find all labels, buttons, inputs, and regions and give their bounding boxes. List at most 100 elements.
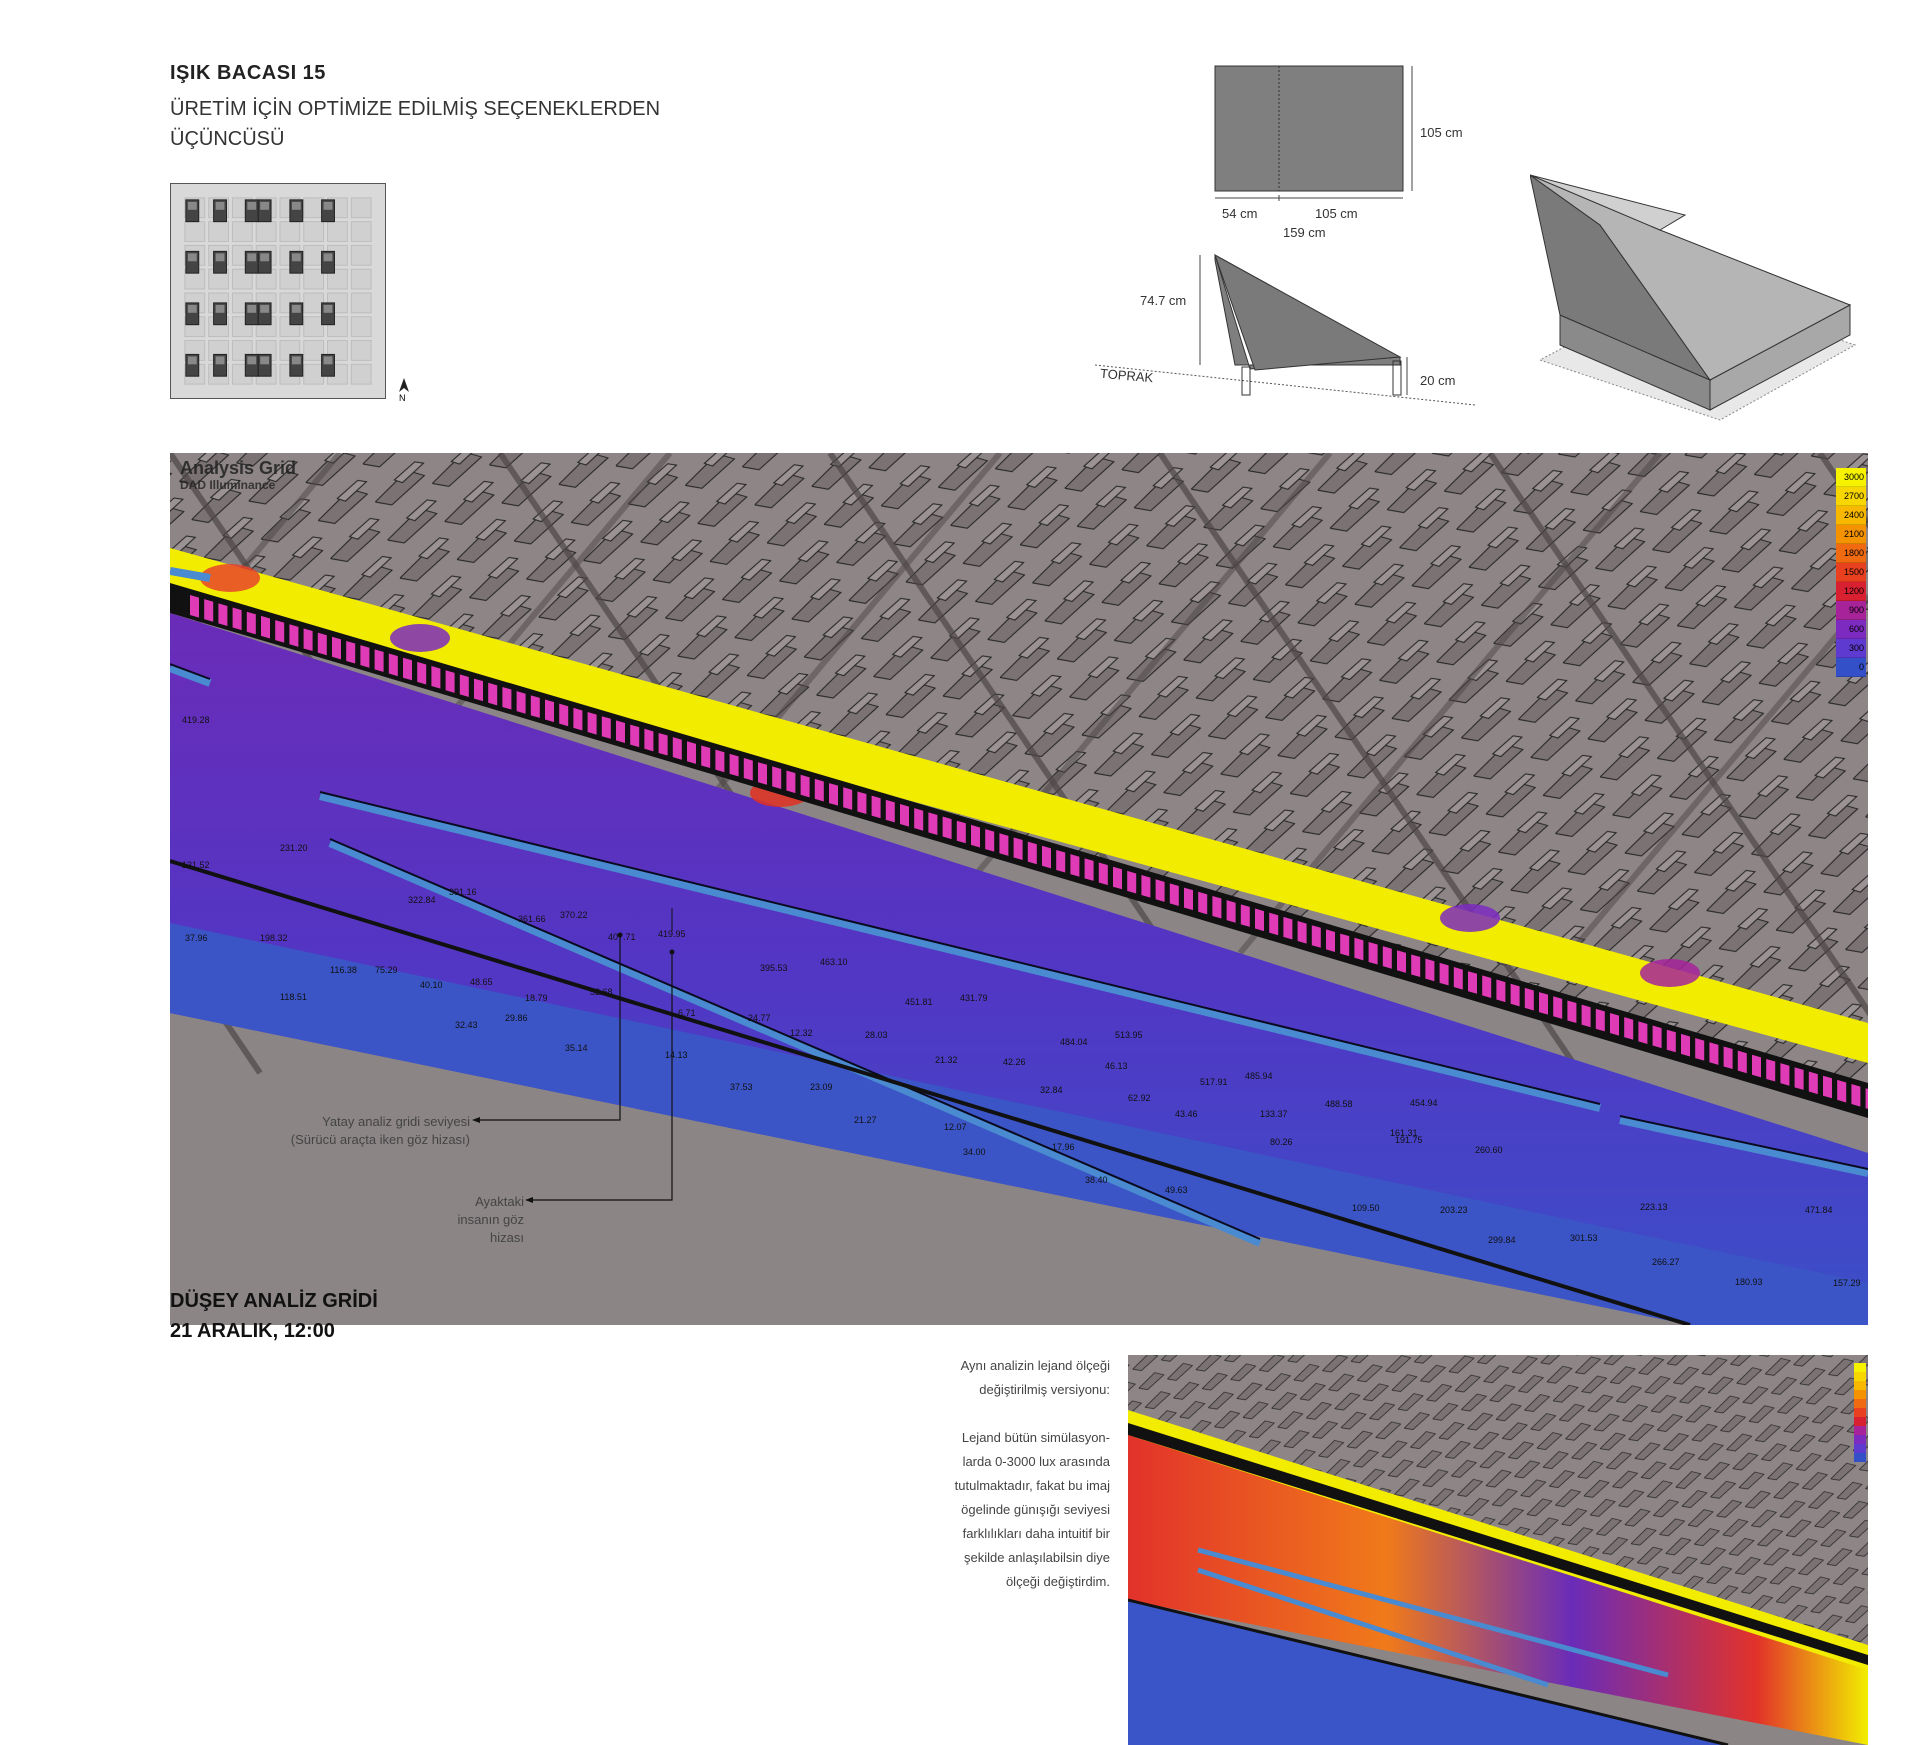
- grid-value-label: 42.26: [1003, 1057, 1026, 1067]
- viz-overlay-subtitle: DAD Illuminance: [180, 478, 276, 492]
- grid-value-label: 12.07: [944, 1122, 967, 1132]
- grid-value-label: 513.95: [1115, 1030, 1143, 1040]
- axonometric-drawing: [1529, 165, 1870, 425]
- grid-value-label: 203.23: [1440, 1205, 1468, 1215]
- grid-value-label: 37.53: [730, 1082, 753, 1092]
- grid-value-label: 299.84: [1488, 1235, 1516, 1245]
- grid-value-label: 361.66: [518, 914, 546, 924]
- grid-value-label: 454.94: [1410, 1098, 1438, 1108]
- dim-base-height: 20 cm: [1420, 373, 1456, 388]
- grid-value-label: 484.04: [1060, 1037, 1088, 1047]
- page-title: IŞIK BACASI 15: [170, 62, 326, 84]
- grid-value-label: 231.20: [280, 843, 308, 853]
- legend-swatch: 2700: [1836, 487, 1866, 506]
- page-subtitle: ÜRETİM İÇİN OPTİMİZE EDİLMİŞ SEÇENEKLERD…: [170, 98, 661, 150]
- grid-value-label: 24.77: [748, 1013, 771, 1023]
- grid-value-label: 46.13: [1105, 1061, 1128, 1071]
- grid-value-label: 419.95: [658, 929, 686, 939]
- mini-legend-swatch: [1854, 1372, 1866, 1381]
- note-line: farklılıkları daha intuitif bir: [962, 1526, 1110, 1541]
- grid-value-label: 109.50: [1352, 1203, 1380, 1213]
- grid-value-label: 391.16: [449, 887, 477, 897]
- mini-legend-swatch: [1854, 1408, 1866, 1417]
- rescaled-analysis-visualization: [1128, 1355, 1868, 1745]
- grid-value-label: 488.58: [1325, 1099, 1353, 1109]
- horizontal-grid-label: Yatay analiz gridi seviyesi (Sürücü araç…: [230, 1113, 470, 1149]
- legend-swatch: 0: [1836, 658, 1866, 677]
- top-view-drawing: [1100, 55, 1520, 255]
- grid-value-label: 485.94: [1245, 1071, 1273, 1081]
- grid-value-label: 157.29: [1833, 1278, 1861, 1288]
- grid-value-label: 133.37: [1260, 1109, 1288, 1119]
- grid-value-label: 34.00: [963, 1147, 986, 1157]
- note-line: ögelinde günışığı seviyesi: [961, 1502, 1110, 1517]
- grid-value-label: 131.52: [182, 860, 210, 870]
- grid-value-label: 23.09: [810, 1082, 833, 1092]
- grid-value-label: 48.65: [470, 977, 493, 987]
- section-drawing: [1094, 245, 1495, 415]
- grid-value-label: 32.84: [1040, 1085, 1063, 1095]
- grid-value-label: 198.32: [260, 933, 288, 943]
- grid-value-label: 17.96: [1052, 1142, 1075, 1152]
- mini-legend-swatch: [1854, 1417, 1866, 1426]
- grid-value-label: 118.51: [280, 992, 307, 1002]
- grid-value-label: 301.53: [1570, 1233, 1598, 1243]
- rescaled-grid: [1128, 1425, 1868, 1745]
- grid-value-label: 266.27: [1652, 1257, 1680, 1267]
- mini-legend-swatch: [1854, 1381, 1866, 1390]
- section-date: 21 ARALIK, 12:00: [170, 1320, 335, 1342]
- grid-value-label: 32.43: [455, 1020, 478, 1030]
- dim-width-right: 105 cm: [1315, 206, 1358, 221]
- grid-value-label: 6.71: [678, 1008, 696, 1018]
- mini-legend-swatch: [1854, 1399, 1866, 1408]
- skylight-plan: [170, 183, 386, 399]
- grid-value-label: 43.46: [1175, 1109, 1198, 1119]
- note-line: değiştirilmiş versiyonu:: [979, 1382, 1110, 1397]
- grid-value-label: 451.81: [905, 997, 933, 1007]
- grid-value-label: 80.26: [1270, 1137, 1293, 1147]
- section-heading: DÜŞEY ANALİZ GRİDİ: [170, 1290, 378, 1312]
- viz-overlay-title: Analysis Grid: [180, 458, 297, 478]
- mini-legend-swatch: [1854, 1426, 1866, 1435]
- legend-swatch: 3000: [1836, 468, 1866, 487]
- note-line: Aynı analizin lejand ölçeği: [960, 1358, 1110, 1373]
- legend-note: Aynı analizin lejand ölçeği değiştirilmiş…: [880, 1354, 1110, 1594]
- grid-value-label: 40.10: [420, 980, 443, 990]
- legend-swatch: 1500: [1836, 563, 1866, 582]
- grid-value-label: 38.40: [1085, 1175, 1108, 1185]
- mini-legend-swatch: [1854, 1453, 1866, 1462]
- grid-value-label: 370.22: [560, 910, 588, 920]
- mini-legend-swatch: [1854, 1363, 1866, 1372]
- mini-legend-swatch: [1854, 1435, 1866, 1444]
- grid-value-label: 322.84: [408, 895, 436, 905]
- dim-height-top: 105 cm: [1420, 125, 1463, 140]
- note-line: Lejand bütün simülasyon-: [961, 1430, 1110, 1445]
- grid-value-label: 517.91: [1200, 1077, 1228, 1087]
- note-line: larda 0-3000 lux arasında: [962, 1454, 1110, 1469]
- note-line: ölçeği değiştirdim.: [1005, 1574, 1110, 1589]
- dim-width-left: 54 cm: [1222, 206, 1258, 221]
- grid-value-label: 35.14: [565, 1043, 588, 1053]
- standing-eye-label: Ayaktaki insanın göz hizası: [380, 1193, 525, 1247]
- legend-swatch: 1200: [1836, 582, 1866, 601]
- grid-value-label: 14.13: [665, 1050, 688, 1060]
- standing-eye-line-2: insanın göz: [457, 1212, 525, 1227]
- grid-value-label: 21.27: [854, 1115, 877, 1125]
- grid-value-label: 407.71: [608, 932, 636, 942]
- svg-text:N: N: [399, 393, 406, 402]
- grid-value-label: 463.10: [820, 957, 848, 967]
- dim-width-total: 159 cm: [1283, 225, 1326, 240]
- north-arrow-icon: N: [396, 376, 412, 403]
- note-line: tutulmaktadır, fakat bu imaj: [954, 1478, 1110, 1493]
- standing-eye-line-1: Ayaktaki: [475, 1194, 524, 1209]
- legend-swatch: 600: [1836, 620, 1866, 639]
- grid-value-label: 37.96: [185, 933, 208, 943]
- standing-eye-line-3: hizası: [490, 1230, 524, 1245]
- grid-value-label: 116.38: [330, 965, 357, 975]
- grid-value-label: 161.31: [1390, 1128, 1418, 1138]
- legend-swatch: 300: [1836, 639, 1866, 658]
- legend-swatch: 900: [1836, 601, 1866, 620]
- grid-value-label: 52.68: [590, 987, 613, 997]
- grid-value-label: 180.93: [1735, 1277, 1763, 1287]
